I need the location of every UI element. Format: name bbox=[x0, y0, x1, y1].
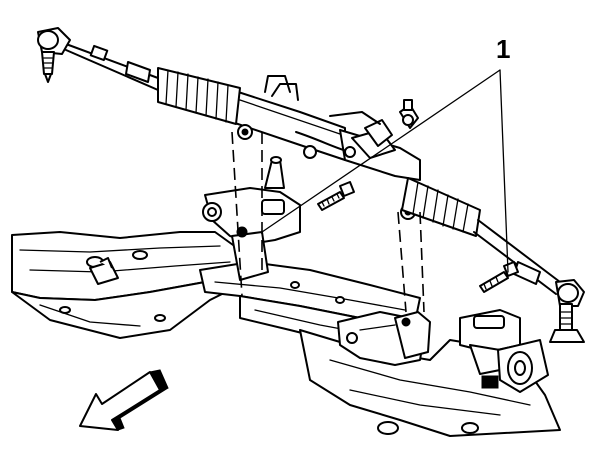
ribbed-boot-icon bbox=[157, 67, 241, 125]
alignment-lines bbox=[231, 131, 425, 313]
steering-gear-assembly bbox=[231, 75, 421, 220]
mounting-bolt-icon bbox=[317, 181, 355, 211]
right-subframe-components bbox=[459, 309, 549, 393]
frame-cradle bbox=[11, 231, 561, 437]
right-mounting-bolt-icon bbox=[479, 261, 519, 293]
left-tie-rod bbox=[65, 43, 159, 91]
right-tie-rod-end-icon bbox=[549, 279, 585, 343]
right-ribbed-boot-icon bbox=[401, 177, 481, 237]
left-mount-bracket bbox=[202, 156, 301, 281]
callout-label-1: 1 bbox=[496, 34, 511, 64]
right-mount-bracket bbox=[337, 311, 431, 366]
front-arrow-icon bbox=[79, 369, 169, 431]
callout-leaders bbox=[261, 69, 509, 273]
tie-rod-end-icon bbox=[37, 27, 71, 83]
